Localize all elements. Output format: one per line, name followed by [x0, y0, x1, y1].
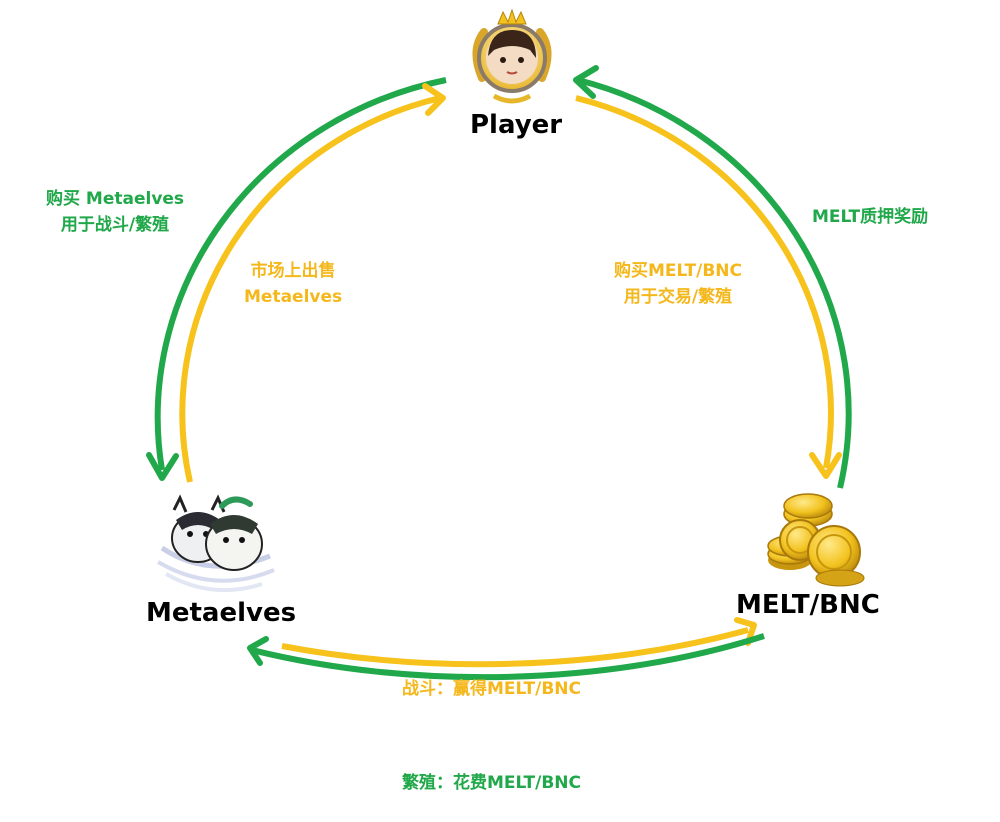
edge-label-buy-token-line1: 购买MELT/BNC	[614, 261, 743, 281]
edge-label-buy-metaelves: 购买 Metaelves 用于战斗/繁殖	[46, 186, 184, 238]
edge-label-buy-token: 购买MELT/BNC 用于交易/繁殖	[614, 258, 742, 310]
edge-label-melt-stake: MELT质押奖励	[812, 204, 928, 230]
arrow-battle	[281, 617, 757, 668]
node-label-metaelves: Metaelves	[146, 598, 297, 628]
metaelves-creatures-icon	[156, 494, 275, 593]
arrow-sell-metaelves	[179, 83, 446, 483]
edge-label-breed: 繁殖：花费MELT/BNC	[402, 770, 581, 796]
edge-label-sell-metaelves-line1: 市场上出售	[250, 261, 336, 281]
arrow-melt-stake	[573, 65, 852, 489]
player-avatar-icon	[472, 8, 552, 104]
edge-label-buy-metaelves-line2: 用于战斗/繁殖	[60, 215, 170, 235]
arrow-buy-metaelves	[146, 77, 447, 481]
edge-label-buy-token-line2: 用于交易/繁殖	[623, 287, 733, 307]
arrow-buy-token	[575, 95, 842, 479]
edge-label-breed-line1: 繁殖：花费MELT/BNC	[402, 773, 582, 793]
edge-label-melt-stake-line1: MELT质押奖励	[812, 207, 929, 227]
arrow-breed	[247, 633, 765, 681]
edge-label-battle-line1: 战斗：赢得MELT/BNC	[402, 679, 582, 699]
edge-label-sell-metaelves: 市场上出售 Metaelves	[244, 258, 342, 310]
node-label-player: Player	[470, 110, 563, 140]
edge-label-battle: 战斗：赢得MELT/BNC	[402, 676, 581, 702]
node-label-token: MELT/BNC	[736, 590, 880, 620]
edge-label-sell-metaelves-line2: Metaelves	[244, 287, 343, 307]
gold-coins-icon	[767, 493, 865, 587]
edge-label-buy-metaelves-line1: 购买 Metaelves	[46, 189, 185, 209]
